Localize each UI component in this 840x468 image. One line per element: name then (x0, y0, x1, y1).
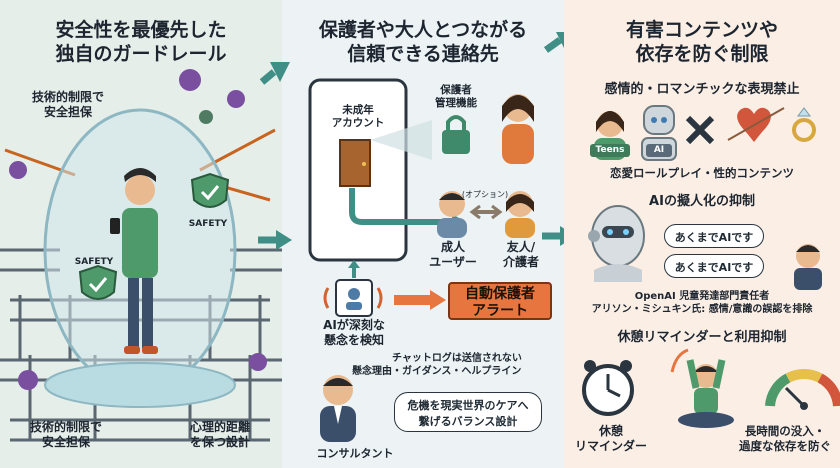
consultant-speech-bubble: 危機を現実世界のケアへ 繋げるバランス設計 (394, 392, 542, 432)
label-line: 未成年 (342, 104, 374, 116)
title-line: 安全性を最優先した (55, 19, 227, 41)
shield-icon (78, 264, 118, 300)
note-line: 懸念理由・ガイダンス・ヘルプライン (352, 366, 522, 377)
label-line: 休憩 (598, 424, 623, 438)
label-line: 長時間の没入・ (744, 424, 826, 438)
consultant-avatar (320, 375, 356, 442)
title-line: 保護者や大人とつながる (318, 19, 528, 41)
germ-icons (9, 69, 267, 390)
safety-badge-text: SAFETY (188, 219, 228, 229)
adult-avatar (437, 191, 467, 238)
parental-control-label: 保護者 管理機能 (428, 84, 484, 110)
label-line: を保つ設計 (189, 435, 250, 449)
psych-distance-label: 心理的距離 を保つ設計 (160, 420, 280, 450)
label-line: 過度な依存を防ぐ (739, 439, 831, 453)
title-line: 依存を防ぐ制限 (635, 43, 769, 65)
two-way-arrow-icon (469, 204, 503, 220)
panel-title: 安全性を最優先した 独自のガードレール (0, 18, 282, 66)
ai-tag: AI (646, 144, 672, 157)
prohibit-x-icon (685, 115, 715, 145)
alert-line: アラート (472, 303, 528, 319)
arrow-icon (430, 290, 446, 310)
tech-limit-label-bottom: 技術的制限で 安全担保 (6, 420, 126, 450)
label-line: 友人/ (506, 240, 536, 254)
just-ai-bubble: あくまでAIです (664, 224, 764, 248)
label-line: AIが深刻な (323, 318, 385, 332)
chatlog-note: チャットログは送信されない 懸念理由・ガイダンス・ヘルプライン (352, 352, 562, 378)
adult-user-label: 成人 ユーザー (424, 240, 482, 270)
ai-detect-label: AIが深刻な 懸念を検知 (304, 318, 404, 348)
parent-avatar (502, 94, 534, 164)
panel-title: 保護者や大人とつながる 信頼できる連絡先 (282, 18, 564, 66)
official-avatar (794, 244, 822, 290)
optional-label: (オプション) (461, 190, 509, 199)
break-reminder-heading: 休憩リマインダーと利用抑制 (617, 330, 787, 345)
title-line: 信頼できる連絡先 (347, 43, 499, 65)
label-line: 介護者 (502, 255, 539, 269)
label-line: 懸念を検知 (323, 333, 384, 347)
overuse-prevention-label: 長時間の没入・ 過度な依存を防ぐ (732, 424, 838, 454)
label-line: アカウント (331, 117, 385, 129)
friend-avatar (505, 191, 535, 238)
panel-trusted-contact: 保護者や大人とつながる 信頼できる連絡先 未成年 アカウント 保護者 管理機能 … (282, 0, 564, 468)
bubble-line: 繋げるバランス設計 (418, 415, 518, 428)
ai-detector-icon (323, 260, 383, 317)
note-line: OpenAI 児童発達部門責任者 (634, 291, 770, 302)
break-reminder-label: 休憩 リマインダー (566, 424, 656, 454)
alarm-clock-icon (582, 360, 634, 416)
romantic-ban-heading: 感情的・ロマンチックな表現禁止 (604, 82, 800, 97)
safety-badge-text: SAFETY (74, 257, 114, 267)
stretching-person-icon (678, 359, 734, 428)
label-line: 技術的制限で (29, 420, 102, 434)
teen-figure (110, 168, 158, 354)
friend-caregiver-label: 友人/ 介護者 (492, 240, 550, 270)
note-line: チャットログは送信されない (392, 353, 522, 364)
openai-official-note: OpenAI 児童発達部門責任者 アリソン・ミシュキン氏: 感情/意識の誤認を排… (564, 290, 840, 316)
label-line: ユーザー (429, 255, 477, 269)
label-line: 成人 (440, 240, 465, 254)
lock-icon (442, 115, 470, 154)
usage-gauge-icon (765, 369, 840, 410)
label-line: 心理的距離 (189, 420, 250, 434)
title-line: 有害コンテンツや (625, 19, 778, 41)
romantic-caption: 恋愛ロールプレイ・性的コンテンツ (610, 166, 794, 180)
humanoid-robot-icon (588, 205, 645, 282)
panel-title: 有害コンテンツや 依存を防ぐ制限 (564, 18, 840, 66)
teens-tag: Teens (590, 144, 630, 157)
label-line: 管理機能 (435, 97, 477, 109)
anthropomorphism-heading: AIの擬人化の抑制 (649, 194, 755, 209)
panel-harm-limits: 有害コンテンツや 依存を防ぐ制限 感情的・ロマンチックな表現禁止 Teens A… (564, 0, 840, 468)
title-line: 独自のガードレール (55, 43, 227, 65)
label-line: 安全担保 (41, 435, 90, 449)
label-line: 安全担保 (43, 105, 92, 119)
label-line: リマインダー (574, 439, 647, 453)
alert-line: 自動保護者 (465, 286, 535, 302)
bubble-line: 危機を現実世界のケアへ (407, 399, 529, 412)
label-line: 保護者 (440, 84, 472, 96)
shield-icon (190, 172, 230, 208)
panel-guardrails: 安全性を最優先した 独自のガードレール 技術的制限で 安全担保 SAFETY S… (0, 0, 282, 468)
ring-icon (792, 107, 816, 142)
auto-parent-alert: 自動保護者 アラート (448, 282, 552, 320)
contact-illustration (308, 78, 535, 442)
consultant-label: コンサルタント (316, 447, 394, 460)
just-ai-bubble: あくまでAIです (664, 254, 764, 278)
minor-account-label: 未成年 アカウント (312, 104, 404, 130)
label-line: 技術的制限で (31, 90, 104, 104)
note-line: アリソン・ミシュキン氏: 感情/意識の誤認を排除 (591, 304, 813, 315)
tech-limit-label-top: 技術的制限で 安全担保 (8, 90, 128, 120)
guardrail-illustration (0, 69, 282, 442)
